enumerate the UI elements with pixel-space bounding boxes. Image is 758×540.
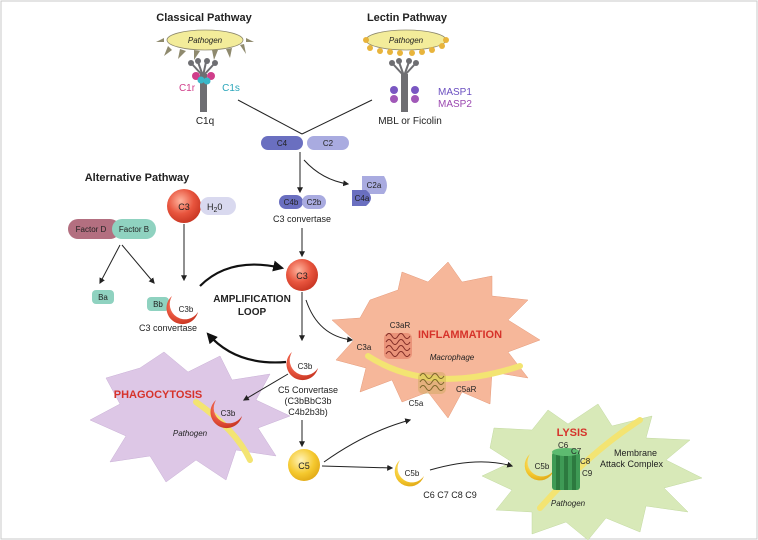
- c5-convertase-label-2: (C3bBbC3b: [284, 396, 331, 406]
- c3b-central-label: C3b: [298, 362, 313, 371]
- c4b-pill: [279, 195, 303, 209]
- c9-label: C9: [582, 469, 593, 478]
- alternative-pathway-title: Alternative Pathway: [85, 172, 190, 184]
- c2b-label: C2b: [307, 198, 322, 207]
- mac-barrel: [552, 448, 580, 490]
- classical-pathogen-label: Pathogen: [188, 36, 223, 45]
- c3-alt-circle: [167, 189, 201, 223]
- c3b-phago-label: C3b: [221, 409, 236, 418]
- lysis-pathogen-label: Pathogen: [551, 499, 586, 508]
- c7-label: C7: [571, 447, 582, 456]
- macrophage-label: Macrophage: [430, 353, 475, 362]
- phagocytosis-membrane: [193, 399, 253, 463]
- c3-alt-label: C3: [178, 202, 190, 212]
- phagocytosis-region: [89, 351, 291, 483]
- h2o-pill: [200, 197, 236, 215]
- bb-pill: [147, 297, 169, 311]
- lysis-region: [481, 403, 703, 540]
- mbl-label: MBL or Ficolin: [378, 116, 442, 127]
- c3b-central-crescent: [286, 352, 318, 381]
- c1-complex: [188, 58, 218, 112]
- c2a-fragment: [362, 176, 387, 194]
- c5b-crescent: [394, 460, 424, 487]
- c5ar-receptor: [419, 373, 445, 391]
- c3b-alt-label: C3b: [179, 305, 194, 314]
- c5-circle: [288, 449, 320, 481]
- c3-central-circle: [286, 259, 318, 291]
- c3ar-receptor: [385, 333, 411, 357]
- classical-pathway-title: Classical Pathway: [156, 12, 252, 24]
- c5-convertase-label-1: C5 Convertase: [278, 385, 338, 395]
- c5ar-label: C5aR: [456, 385, 477, 394]
- lectin-pathogen: Pathogen: [363, 29, 449, 56]
- mac-label-2: Attack Complex: [600, 459, 664, 469]
- c3a-label: C3a: [357, 343, 372, 352]
- c2a-label: C2a: [367, 181, 382, 190]
- c5b-label: C5b: [405, 469, 420, 478]
- lectin-pathway-title: Lectin Pathway: [367, 12, 448, 24]
- c1r-label: C1r: [179, 83, 196, 94]
- lectin-pathogen-label: Pathogen: [389, 36, 424, 45]
- c5-convertase-label-3: C4b2b3b): [288, 407, 328, 417]
- c2b-pill: [302, 195, 326, 209]
- mac-label-1: Membrane: [614, 448, 657, 458]
- c1q-label: C1q: [196, 116, 214, 127]
- c6-label: C6: [558, 441, 569, 450]
- c5b-lysis-label: C5b: [535, 462, 550, 471]
- c4a-label: C4a: [355, 194, 370, 203]
- c4-pill: [261, 136, 303, 150]
- classical-pathogen: Pathogen: [156, 29, 254, 60]
- c4a-fragment: [352, 190, 371, 206]
- factor-b-pill: [112, 219, 156, 239]
- amplification-arrow-top: [199, 260, 285, 287]
- c2-label: C2: [323, 139, 334, 148]
- lysis-membrane: [537, 417, 643, 511]
- inflammation-title: INFLAMMATION: [418, 329, 502, 341]
- ba-pill: [92, 290, 114, 304]
- mbl-complex: [389, 58, 419, 112]
- phago-pathogen-label: Pathogen: [173, 429, 208, 438]
- phagocytosis-title: PHAGOCYTOSIS: [114, 389, 202, 401]
- c4-label: C4: [277, 139, 288, 148]
- c5b-lysis-crescent: [524, 454, 554, 481]
- c3ar-label: C3aR: [390, 321, 411, 330]
- factor-d-pill: [68, 219, 120, 239]
- masp2-label: MASP2: [438, 99, 472, 110]
- c2-pill: [307, 136, 349, 150]
- ba-label: Ba: [98, 293, 108, 302]
- c6-c9-label: C6 C7 C8 C9: [423, 490, 477, 500]
- amplification-label-1: AMPLIFICATION: [213, 294, 291, 305]
- c3b-phago-crescent: [210, 400, 242, 429]
- lysis-title: LYSIS: [557, 427, 588, 439]
- amplification-label-2: LOOP: [238, 307, 267, 318]
- c5a-label: C5a: [409, 399, 424, 408]
- c3-central-label: C3: [296, 271, 308, 281]
- c8-label: C8: [580, 457, 591, 466]
- h2o-label: H20: [207, 202, 222, 214]
- c3b-alt-crescent: [166, 296, 198, 325]
- c3-convertase-classical-label: C3 convertase: [273, 214, 331, 224]
- amplification-arrow-bottom: [206, 332, 287, 364]
- c1s-label: C1s: [222, 83, 240, 94]
- factor-d-label: Factor D: [76, 225, 107, 234]
- factor-b-label: Factor B: [119, 225, 149, 234]
- masp1-label: MASP1: [438, 87, 472, 98]
- c3-convertase-alt-label: C3 convertase: [139, 323, 197, 333]
- macrophage-membrane: [365, 353, 523, 382]
- bb-label: Bb: [153, 300, 163, 309]
- c4b-label: C4b: [284, 198, 299, 207]
- c5-label: C5: [298, 461, 310, 471]
